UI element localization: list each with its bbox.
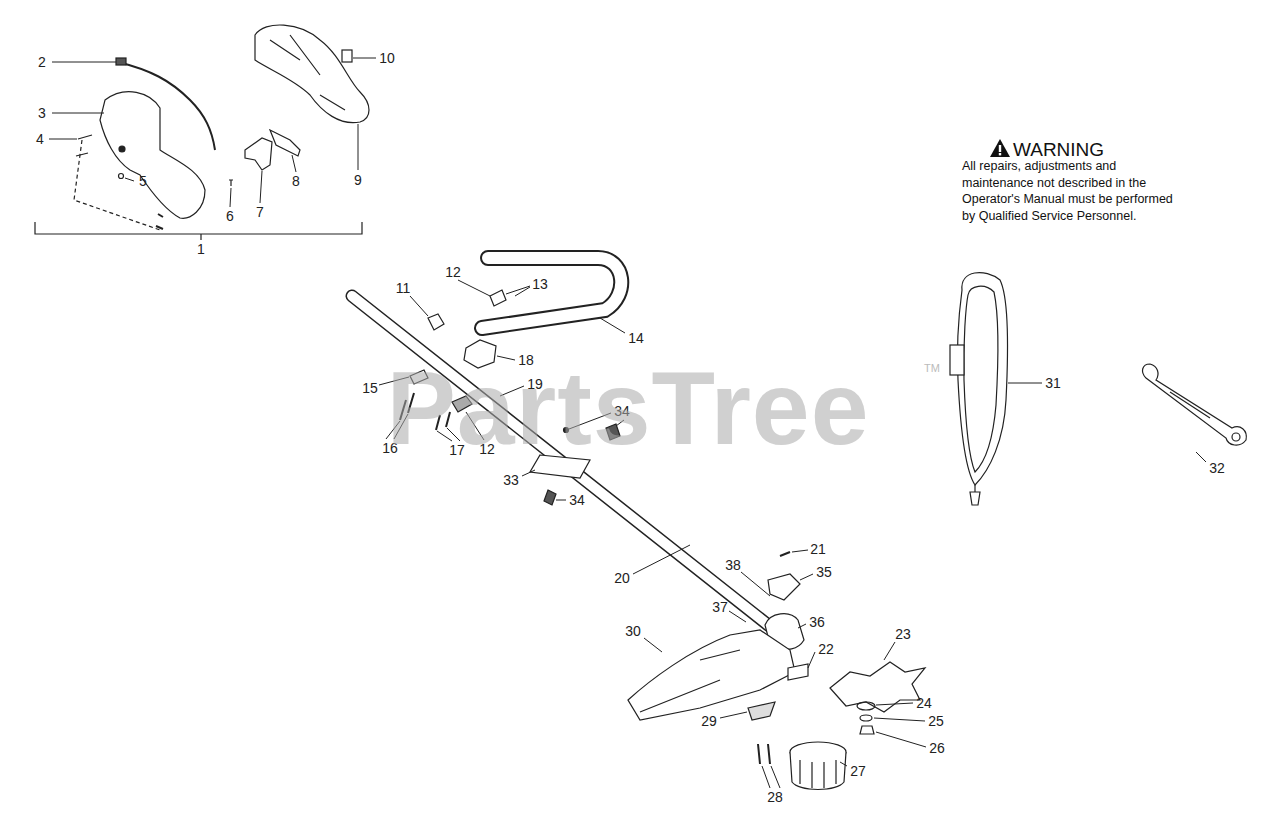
warning-heading: WARNING bbox=[1013, 140, 1104, 159]
lever bbox=[270, 130, 300, 156]
buckle bbox=[950, 345, 964, 375]
cable-end bbox=[116, 58, 126, 65]
washer bbox=[860, 715, 872, 721]
handle-cover bbox=[100, 92, 205, 219]
screw bbox=[76, 135, 92, 156]
clamp bbox=[428, 314, 444, 330]
callout-number: 20 bbox=[614, 571, 630, 585]
callout-number: 22 bbox=[818, 642, 834, 656]
callout-number: 14 bbox=[628, 331, 644, 345]
shaft-inner bbox=[352, 296, 772, 628]
callout-number: 12 bbox=[445, 265, 461, 279]
assembly-bracket bbox=[35, 222, 362, 240]
trigger bbox=[245, 138, 272, 170]
blade bbox=[830, 662, 925, 712]
callout-number: 38 bbox=[725, 558, 741, 572]
callout-number: 2 bbox=[38, 55, 46, 69]
parts bbox=[35, 25, 1246, 790]
wrench bbox=[1143, 364, 1247, 445]
callout-number: 10 bbox=[379, 51, 395, 65]
harness bbox=[957, 273, 1007, 485]
trimmer-ribs bbox=[800, 760, 836, 788]
callout-number: 7 bbox=[256, 205, 264, 219]
shaft bbox=[352, 296, 772, 628]
callout-number: 21 bbox=[810, 542, 826, 556]
clamp bbox=[490, 290, 506, 306]
screw bbox=[780, 552, 790, 556]
screws bbox=[758, 744, 770, 764]
adapter bbox=[788, 664, 808, 680]
guard-detail bbox=[640, 650, 740, 712]
housing-detail bbox=[270, 35, 345, 110]
handle-housing bbox=[255, 25, 369, 123]
nut bbox=[860, 726, 874, 734]
callout-number: 31 bbox=[1045, 376, 1061, 390]
callout-number: 6 bbox=[226, 209, 234, 223]
callout-number: 35 bbox=[816, 565, 832, 579]
screw bbox=[119, 146, 125, 152]
guard bbox=[628, 630, 795, 720]
callout-number: 3 bbox=[38, 106, 46, 120]
trademark: TM bbox=[924, 363, 940, 374]
callout-number: 29 bbox=[701, 714, 717, 728]
callout-number: 25 bbox=[928, 714, 944, 728]
callout-number: 15 bbox=[362, 381, 378, 395]
callout-number: 11 bbox=[396, 281, 411, 295]
callout-number: 13 bbox=[532, 277, 548, 291]
callout-number: 5 bbox=[139, 174, 147, 188]
warning-text: All repairs, adjustments and maintenance… bbox=[962, 158, 1184, 224]
callout-number: 4 bbox=[36, 132, 44, 146]
harness-inner bbox=[964, 286, 998, 472]
callout-number: 37 bbox=[712, 600, 728, 614]
callout-number: 26 bbox=[929, 741, 945, 755]
callout-number: 9 bbox=[354, 173, 362, 187]
dash-line bbox=[74, 140, 160, 230]
callout-number: 27 bbox=[850, 764, 866, 778]
callout-number: 23 bbox=[895, 627, 911, 641]
screw bbox=[119, 174, 124, 179]
callout-number: 28 bbox=[767, 790, 783, 804]
screw bbox=[156, 214, 163, 229]
callout-number: 8 bbox=[292, 174, 300, 188]
callout-number: 24 bbox=[916, 696, 932, 710]
callout-number: 1 bbox=[197, 242, 205, 256]
loop-handle bbox=[482, 258, 621, 328]
knob bbox=[544, 490, 556, 505]
switch bbox=[342, 50, 352, 62]
leader-lines bbox=[49, 58, 1206, 788]
callout-number: 33 bbox=[503, 473, 519, 487]
washer bbox=[857, 702, 875, 710]
callout-number: 36 bbox=[809, 615, 825, 629]
guard-clamp bbox=[768, 574, 800, 600]
watermark: PartsTree bbox=[386, 356, 869, 460]
line-cutter bbox=[748, 702, 775, 720]
loop-handle-inner bbox=[482, 258, 621, 328]
callout-number: 34 bbox=[569, 493, 585, 507]
callout-number: 32 bbox=[1209, 461, 1225, 475]
warning-symbol bbox=[990, 139, 1010, 157]
hook bbox=[970, 485, 980, 505]
screw bbox=[229, 180, 233, 186]
wrench-slot bbox=[1170, 392, 1210, 418]
trimmer-head-body bbox=[790, 752, 846, 790]
callout-number: 30 bbox=[625, 624, 641, 638]
wrench-hole bbox=[1232, 433, 1240, 441]
